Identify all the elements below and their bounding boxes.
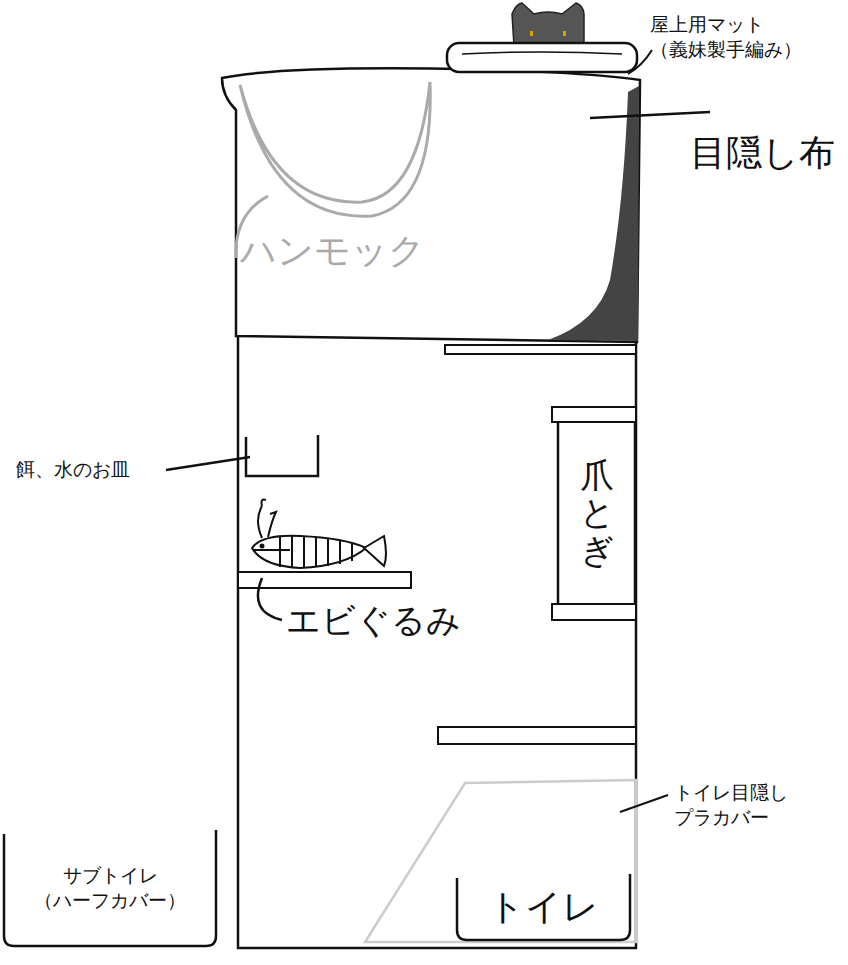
node-border [558,422,635,604]
callout-label: 餌、水のお皿 [16,457,166,482]
node-label: サブトイレ （ハーフカバー） [10,863,210,912]
node-border [4,830,216,946]
cloth-shade [548,86,639,341]
leader-line [620,795,668,812]
shelf [238,572,411,588]
cat [512,3,584,46]
sub-toilet: サブトイレ （ハーフカバー） [2,828,218,948]
shelf [552,407,636,422]
shrimp-toy [252,500,386,568]
leader-line [166,457,250,470]
roof-mat [447,43,637,72]
cover-cloth [222,68,640,342]
node-border [457,874,630,940]
node-outline [2,828,218,948]
callout-label: 屋上用マット （義妹製手編み） [650,12,830,61]
shelf [438,727,636,744]
shelf [552,604,636,620]
scratch-post: 爪とぎ [557,422,636,604]
toilet-cover [365,780,636,942]
toilet-box: トイレ [455,872,632,942]
callout-label: エビぐるみ [286,598,506,642]
node-label: 爪とぎ [580,457,614,569]
cage-frame [238,334,636,948]
hammock [240,82,430,216]
food-bowl [246,435,318,476]
leader-line [258,578,282,620]
callout-label: トイレ目隠し プラカバー [674,780,814,829]
leader-line [590,112,710,118]
cat-eye [563,31,566,36]
callout-label: ハンモック [240,228,470,275]
cat-eye [530,31,533,36]
callout-label: 目隠し布 [690,130,848,177]
mat-seam [462,52,622,54]
node-label: トイレ [488,884,599,931]
shelf [445,345,636,354]
leader-line [628,50,652,74]
